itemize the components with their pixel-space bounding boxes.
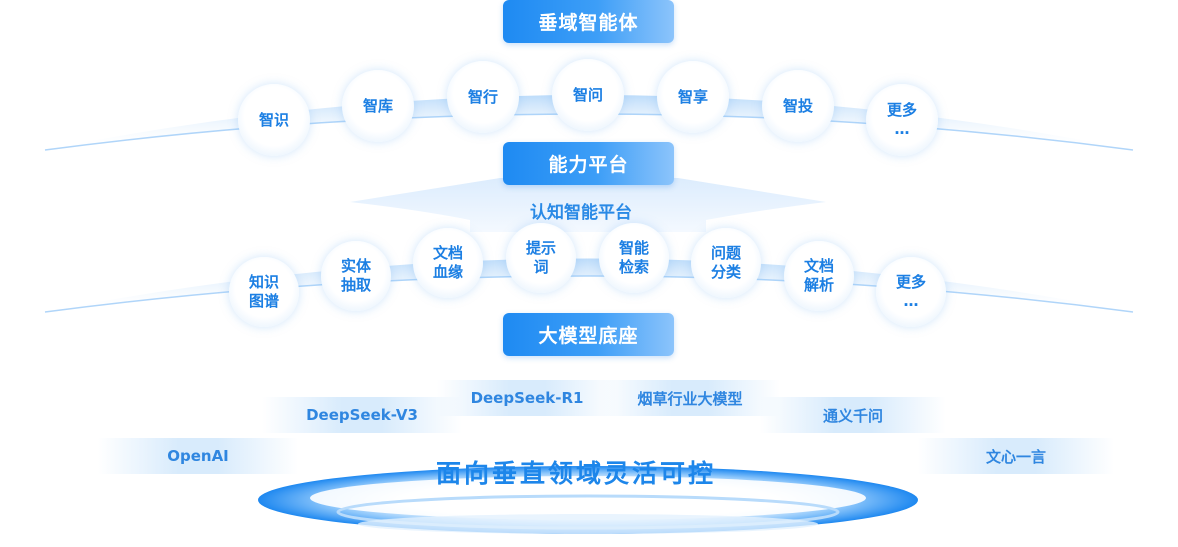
- foundation-slogan: 面向垂直领域灵活可控: [436, 459, 717, 488]
- agent-bubble-zhishi[interactable]: 智识: [238, 84, 310, 156]
- capability-layer-title: 能力平台: [503, 142, 674, 185]
- capability-document-parsing[interactable]: 文档 解析: [784, 241, 854, 311]
- capability-more[interactable]: 更多 …: [876, 257, 946, 327]
- agent-bubble-zhiwen[interactable]: 智问: [552, 59, 624, 131]
- middle-arc: [45, 258, 1133, 312]
- platform-shape: [350, 178, 826, 232]
- capability-document-lineage[interactable]: 文档 血缘: [413, 228, 483, 298]
- model-openai: OpenAI: [98, 438, 298, 474]
- model-deepseek-r1: DeepSeek-R1: [437, 380, 617, 416]
- base-disc-inner: [310, 476, 866, 520]
- agent-bubble-zhitou[interactable]: 智投: [762, 70, 834, 142]
- model-deepseek-v3: DeepSeek-V3: [262, 397, 462, 433]
- capability-prompt[interactable]: 提示 词: [506, 223, 576, 293]
- cognitive-platform-label: 认知智能平台: [530, 203, 632, 223]
- capability-smart-retrieval[interactable]: 智能 检索: [599, 223, 669, 293]
- foundation-layer-title: 大模型底座: [503, 313, 674, 356]
- model-tongyi: 通义千问: [760, 397, 946, 433]
- agents-layer-title: 垂域智能体: [503, 0, 674, 43]
- agent-bubble-zhixiang[interactable]: 智享: [657, 61, 729, 133]
- top-arc: [45, 95, 1133, 150]
- capability-knowledge-graph[interactable]: 知识 图谱: [229, 257, 299, 327]
- model-tobacco-industry: 烟草行业大模型: [600, 380, 780, 416]
- agent-bubble-zhixing[interactable]: 智行: [447, 61, 519, 133]
- agent-bubble-zhiku[interactable]: 智库: [342, 70, 414, 142]
- capability-question-classification[interactable]: 问题 分类: [691, 228, 761, 298]
- capability-entity-extraction[interactable]: 实体 抽取: [321, 241, 391, 311]
- model-wenxin: 文心一言: [918, 438, 1114, 474]
- agent-bubble-more[interactable]: 更多 …: [866, 84, 938, 156]
